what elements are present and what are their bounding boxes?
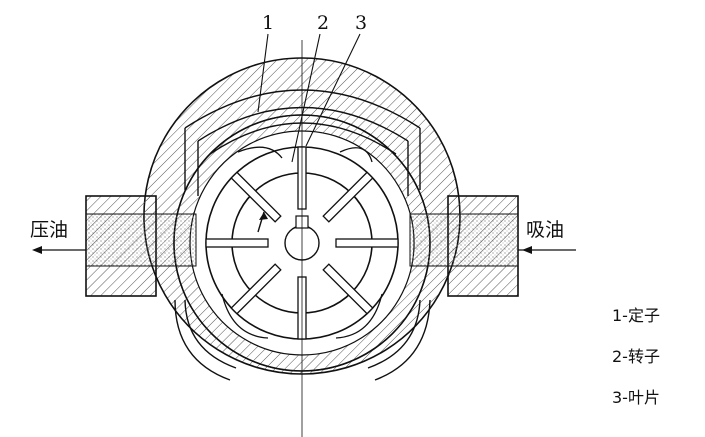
port-lobes [221,146,383,339]
legend-vane: 3-叶片 [612,388,660,407]
oil-passages [85,213,519,267]
rotation-arrow [257,211,268,233]
callout-3: 3 [355,12,368,34]
callout-2: 2 [317,12,330,34]
suction-label: 吸油 [526,219,565,241]
callout-1: 1 [262,12,275,34]
vane [322,171,374,223]
vane [230,263,282,315]
vane [230,171,282,223]
discharge-label: 压油 [30,219,69,241]
discharge-arrow [32,246,86,254]
suction-arrow [518,246,576,254]
leader-lines [257,33,361,163]
discharge-passage [85,213,197,267]
vane [335,238,399,248]
vane [322,263,374,315]
legend-rotor: 2-转子 [612,347,660,366]
oil-channels [174,89,431,381]
suction-passage [409,213,519,267]
vane [205,238,269,248]
legend-stator: 1-定子 [612,306,660,325]
